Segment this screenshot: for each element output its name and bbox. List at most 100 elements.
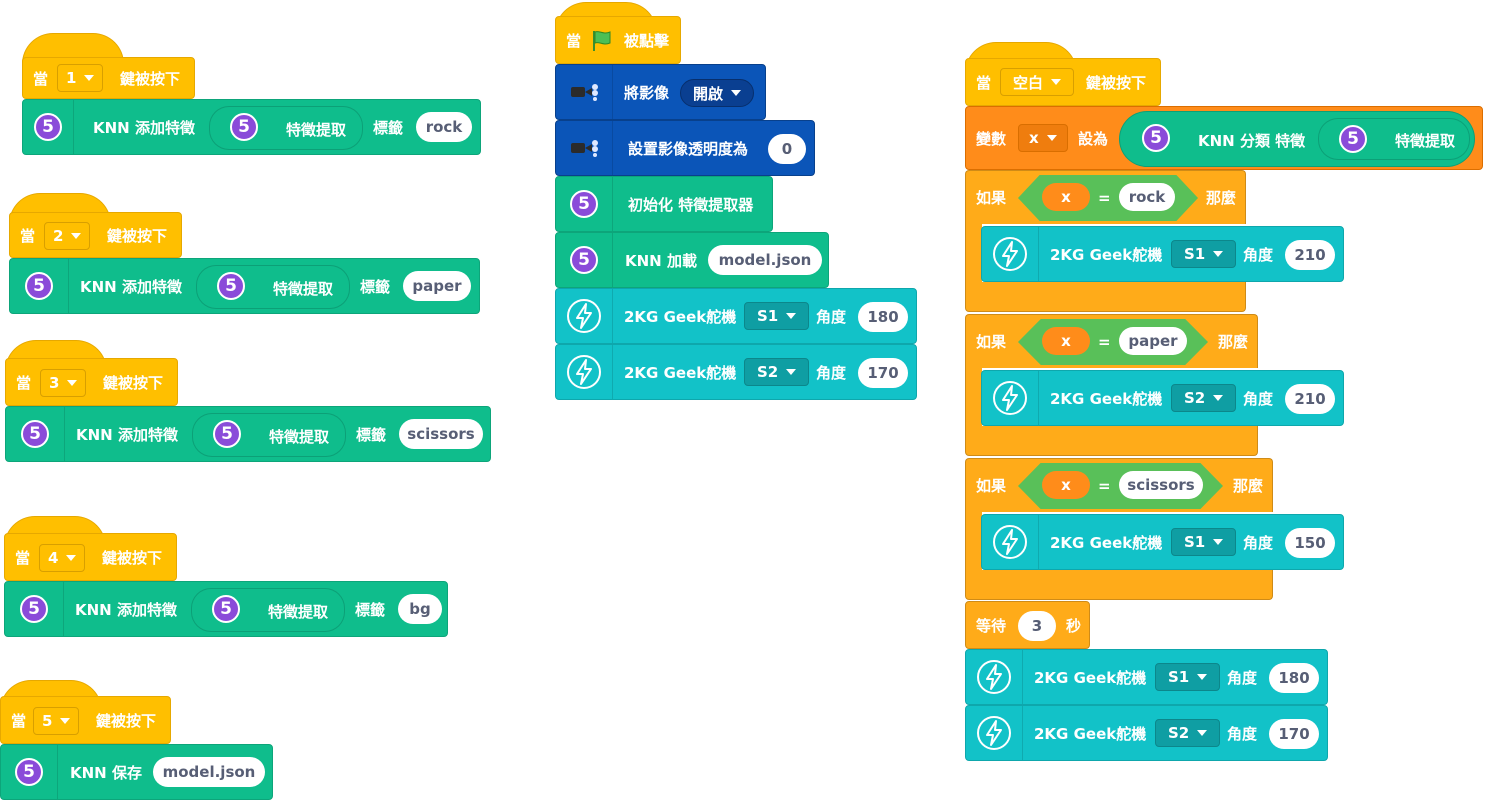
knn-load-block[interactable]: 5 KNN 加載 model.json [555, 232, 829, 288]
if-header[interactable]: 如果 x = rock 那麼 [965, 170, 1246, 224]
chevron-down-icon [84, 75, 95, 81]
key-dropdown[interactable]: 2 [44, 222, 91, 250]
when-key-pressed-block[interactable]: 當 3 鍵被按下 [5, 358, 178, 406]
chevron-down-icon [1213, 395, 1224, 401]
servo-label: 2KG Geek舵機 [1050, 245, 1163, 264]
key-dropdown[interactable]: 1 [57, 64, 104, 92]
servo-port-dropdown[interactable]: S2 [744, 358, 810, 386]
feature-extract-label: 特徵提取 [286, 121, 347, 139]
knn-add-feature-block[interactable]: 5 KNN 添加特徵 5 特徵提取 標籤 scissors [5, 406, 491, 462]
ml-extension-icon: 5 [1142, 124, 1170, 152]
key-dropdown[interactable]: 空白 [1000, 68, 1075, 96]
feature-extract-reporter[interactable]: 5 特徵提取 [209, 106, 363, 150]
servo-icon-wrap [982, 371, 1039, 425]
tag-input[interactable]: scissors [399, 419, 483, 449]
wait-input[interactable]: 3 [1018, 611, 1056, 641]
angle-label: 角度 [1243, 245, 1274, 264]
angle-input[interactable]: 180 [858, 302, 908, 332]
variable-dropdown[interactable]: x [1018, 124, 1068, 152]
knn-add-feature-block[interactable]: 5 KNN 添加特徵 5 特徵提取 標籤 bg [4, 581, 448, 637]
tag-input[interactable]: paper [403, 271, 471, 301]
when-flag-clicked-block[interactable]: 當 被點擊 [555, 16, 681, 64]
when-key-pressed-block[interactable]: 當 4 鍵被按下 [4, 533, 177, 581]
tag-input[interactable]: rock [416, 112, 472, 142]
when-key-pressed-block[interactable]: 當 空白 鍵被按下 [965, 58, 1161, 106]
transparency-input[interactable]: 0 [768, 134, 806, 164]
servo-port-dropdown[interactable]: S1 [1155, 663, 1221, 691]
knn-save-block[interactable]: 5 KNN 保存 model.json [0, 744, 273, 800]
feature-extract-reporter[interactable]: 5 特徵提取 [191, 588, 345, 632]
file-input[interactable]: model.json [153, 757, 265, 787]
key-pressed-label: 鍵被按下 [96, 711, 157, 730]
key-dropdown[interactable]: 3 [40, 369, 87, 397]
angle-input[interactable]: 210 [1285, 384, 1335, 414]
angle-input[interactable]: 170 [858, 358, 908, 388]
feature-extract-reporter[interactable]: 5 特徵提取 [196, 265, 350, 309]
servo-block[interactable]: 2KG Geek舵機 S1 角度 180 [965, 649, 1328, 705]
feature-extract-label: 特徵提取 [273, 280, 334, 298]
knn-classify-reporter[interactable]: 5 KNN 分類 特徵 5 特徵提取 [1119, 111, 1475, 167]
knn-add-feature-block[interactable]: 5 KNN 添加特徵 5 特徵提取 標籤 paper [9, 258, 480, 314]
servo-icon-wrap [982, 515, 1039, 569]
green-flag-icon [593, 31, 611, 51]
servo-block[interactable]: 2KG Geek舵機 S2 角度 210 [981, 370, 1344, 426]
feature-extract-reporter[interactable]: 5 特徵提取 [192, 413, 346, 457]
angle-input[interactable]: 150 [1285, 528, 1335, 558]
servo-port-dropdown[interactable]: S2 [1171, 384, 1237, 412]
servo-block[interactable]: 2KG Geek舵機 S2 角度 170 [555, 344, 917, 400]
file-input[interactable]: model.json [708, 245, 822, 275]
when-key-pressed-block[interactable]: 當 1 鍵被按下 [22, 57, 195, 99]
angle-input[interactable]: 210 [1285, 240, 1335, 270]
if-header[interactable]: 如果 x = scissors 那麼 [965, 458, 1273, 512]
variable-reporter[interactable]: x [1042, 183, 1090, 211]
init-extractor-block[interactable]: 5 初始化 特徵提取器 [555, 176, 773, 232]
knn-add-label: KNN 添加特徵 [75, 600, 177, 619]
compare-input[interactable]: scissors [1119, 471, 1203, 499]
compare-input[interactable]: rock [1119, 183, 1175, 211]
servo-port-dropdown[interactable]: S2 [1155, 719, 1221, 747]
ext-icon-wrap: 5 [5, 582, 64, 636]
angle-input[interactable]: 180 [1269, 663, 1319, 693]
if-side [965, 512, 982, 570]
video-toggle-block[interactable]: 將影像 開啟 [555, 64, 766, 120]
servo-block[interactable]: 2KG Geek舵機 S2 角度 170 [965, 705, 1328, 761]
when-key-pressed-block[interactable]: 當 5 鍵被按下 [0, 696, 171, 744]
servo-port-dropdown[interactable]: S1 [1171, 528, 1237, 556]
knn-add-label: KNN 添加特徵 [93, 118, 195, 137]
if-footer [965, 570, 1273, 600]
set-variable-block[interactable]: 變數 x 設為 5 KNN 分類 特徵 5 特徵提取 [965, 106, 1483, 170]
feature-extract-reporter[interactable]: 5 特徵提取 [1318, 118, 1470, 160]
when-key-pressed-block[interactable]: 當 2 鍵被按下 [9, 212, 182, 258]
servo-icon-wrap [966, 706, 1023, 760]
wait-block[interactable]: 等待 3 秒 [965, 601, 1090, 649]
ml-extension-icon: 5 [1339, 125, 1367, 153]
if-footer [965, 426, 1258, 456]
ml-extension-icon: 5 [20, 595, 48, 623]
key-dropdown[interactable]: 5 [33, 707, 80, 735]
variable-reporter[interactable]: x [1042, 327, 1090, 355]
servo-block[interactable]: 2KG Geek舵機 S1 角度 150 [981, 514, 1344, 570]
knn-add-label: KNN 添加特徵 [76, 425, 178, 444]
tag-input[interactable]: bg [398, 594, 442, 624]
servo-icon-wrap [556, 289, 613, 343]
knn-load-label: KNN 加載 [625, 251, 697, 270]
servo-block[interactable]: 2KG Geek舵機 S1 角度 180 [555, 288, 917, 344]
key-dropdown[interactable]: 4 [39, 544, 86, 572]
ml-extension-icon: 5 [15, 758, 43, 786]
if-label: 如果 [976, 333, 1007, 351]
servo-port-dropdown[interactable]: S1 [1171, 240, 1237, 268]
video-state-dropdown[interactable]: 開啟 [680, 79, 755, 107]
angle-input[interactable]: 170 [1269, 719, 1319, 749]
when-label: 當 [566, 31, 582, 50]
knn-add-feature-block[interactable]: 5 KNN 添加特徵 5 特徵提取 標籤 rock [22, 99, 481, 155]
key-pressed-label: 鍵被按下 [1086, 73, 1147, 92]
key-pressed-label: 鍵被按下 [107, 226, 168, 245]
variable-reporter[interactable]: x [1042, 471, 1090, 499]
video-transparency-block[interactable]: 設置影像透明度為 0 [555, 120, 815, 176]
servo-block[interactable]: 2KG Geek舵機 S1 角度 210 [981, 226, 1344, 282]
if-footer [965, 282, 1246, 312]
compare-input[interactable]: paper [1119, 327, 1187, 355]
ext-icon-wrap: 5 [1, 745, 58, 799]
if-header[interactable]: 如果 x = paper 那麼 [965, 314, 1258, 368]
servo-port-dropdown[interactable]: S1 [744, 302, 810, 330]
